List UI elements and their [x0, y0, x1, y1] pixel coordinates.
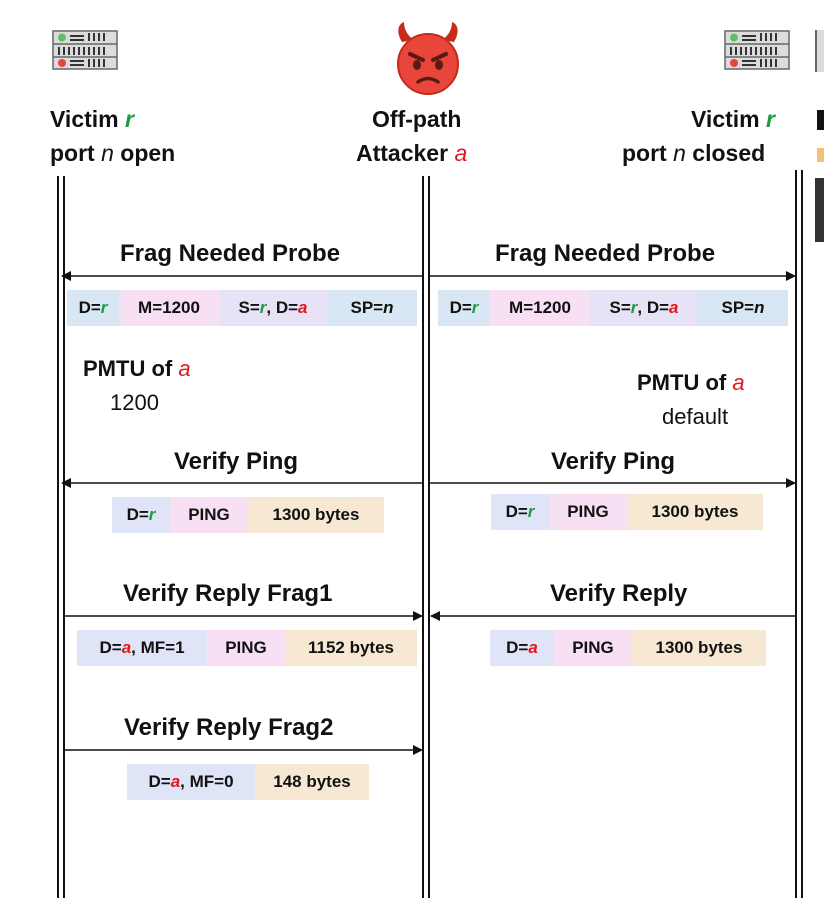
cropped-label	[817, 110, 824, 130]
right-ping-title: Verify Ping	[551, 448, 676, 475]
left-probe-packet: D=r M=1200 S=r, D=a SP=n	[67, 290, 417, 326]
left-reply1-packet: D=a, MF=1 PING 1152 bytes	[77, 630, 417, 666]
right-host-label: Victim r	[691, 106, 775, 133]
port-var: n	[673, 140, 686, 166]
packet-field-dst-mf: D=a, MF=1	[77, 630, 207, 666]
packet-field-dst: D=r	[491, 494, 549, 530]
packet-field-size: 1300 bytes	[632, 630, 766, 666]
packet-field-size: 148 bytes	[255, 764, 369, 800]
packet-field-type: PING	[549, 494, 627, 530]
left-ping-packet: D=r PING 1300 bytes	[112, 497, 384, 533]
devil-face-icon	[397, 22, 459, 95]
packet-field-dst: D=r	[67, 290, 119, 326]
victim-var: r	[766, 106, 775, 132]
packet-field-mtu: M=1200	[119, 290, 219, 326]
left-reply2-title: Verify Reply Frag2	[124, 714, 334, 741]
attacker-timeline	[422, 176, 430, 898]
left-host-label: Victim r	[50, 106, 134, 133]
packet-field-size: 1300 bytes	[627, 494, 763, 530]
port-state: open	[113, 140, 176, 166]
right-pmtu-label: PMTU of a	[637, 370, 745, 395]
packet-field-sport: SP=n	[698, 290, 788, 326]
packet-field-mtu: M=1200	[490, 290, 590, 326]
right-reply-title: Verify Reply	[550, 580, 688, 607]
packet-field-dst: D=a	[490, 630, 554, 666]
attacker-label-line2: Attacker a	[356, 140, 467, 167]
port-state: closed	[685, 140, 766, 166]
right-pmtu-value: default	[662, 404, 729, 429]
packet-field-type: PING	[554, 630, 632, 666]
right-host-name: Victim	[691, 106, 766, 132]
cropped-server-icon	[815, 30, 824, 72]
packet-field-dst-mf: D=a, MF=0	[127, 764, 255, 800]
right-ping-packet: D=r PING 1300 bytes	[491, 494, 763, 530]
left-reply1-title: Verify Reply Frag1	[123, 580, 333, 607]
attacker-name: Attacker	[356, 140, 455, 166]
right-reply-packet: D=a PING 1300 bytes	[490, 630, 766, 666]
packet-field-src-dst: S=r, D=a	[590, 290, 698, 326]
server-icon	[52, 30, 118, 70]
port-prefix: port	[50, 140, 102, 166]
port-prefix: port	[622, 140, 674, 166]
left-reply2-packet: D=a, MF=0 148 bytes	[127, 764, 369, 800]
attacker-var: a	[454, 140, 468, 166]
packet-field-sport: SP=n	[327, 290, 417, 326]
packet-field-type: PING	[207, 630, 285, 666]
left-probe-title: Frag Needed Probe	[120, 240, 341, 267]
packet-field-size: 1152 bytes	[285, 630, 417, 666]
right-port-label: port n closed	[622, 140, 765, 167]
server-icon	[724, 30, 790, 70]
packet-field-size: 1300 bytes	[248, 497, 384, 533]
cropped-label	[817, 148, 824, 162]
packet-field-dst: D=r	[112, 497, 170, 533]
right-probe-title: Frag Needed Probe	[495, 240, 716, 267]
packet-field-type: PING	[170, 497, 248, 533]
left-pmtu-label: PMTU of a	[83, 356, 191, 381]
port-var: n	[101, 140, 114, 166]
left-host-name: Victim	[50, 106, 125, 132]
right-timeline	[795, 170, 803, 898]
packet-field-src-dst: S=r, D=a	[219, 290, 327, 326]
packet-field-dst: D=r	[438, 290, 490, 326]
left-timeline	[57, 176, 65, 898]
victim-var: r	[125, 106, 134, 132]
cropped-block	[815, 178, 824, 242]
attacker-label-line1: Off-path	[372, 106, 462, 132]
right-probe-packet: D=r M=1200 S=r, D=a SP=n	[438, 290, 788, 326]
left-port-label: port n open	[50, 140, 175, 167]
left-pmtu-value: 1200	[110, 390, 159, 415]
left-ping-title: Verify Ping	[174, 448, 299, 475]
